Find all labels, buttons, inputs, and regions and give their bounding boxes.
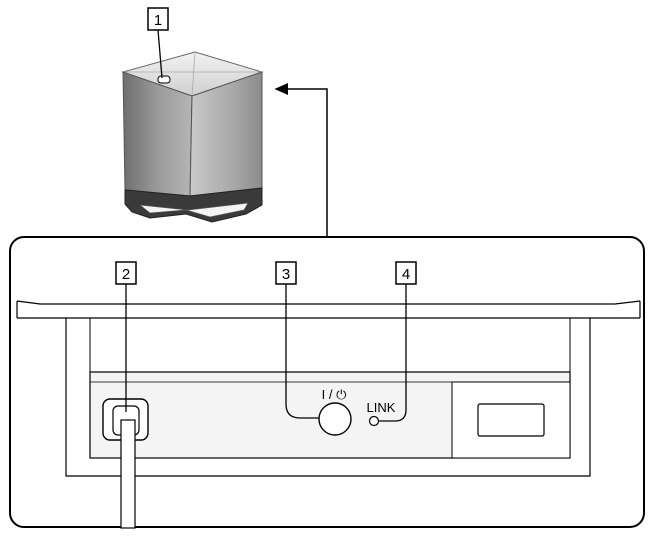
callout-2: 2 (115, 261, 137, 412)
power-button (318, 402, 352, 436)
callout-3: 3 (275, 261, 319, 419)
callout-4: 4 (379, 261, 417, 422)
callout-1: 1 (147, 7, 169, 79)
callout-1-label: 1 (154, 12, 162, 29)
power-cord (120, 419, 136, 529)
power-icon: I / ⏻ (322, 387, 347, 402)
subwoofer (121, 51, 264, 223)
subwoofer-led-icon (157, 75, 171, 84)
callout-2-label: 2 (122, 266, 130, 283)
rear-panel-detail: I / ⏻ LINK 2 3 4 (9, 236, 645, 529)
arrow-icon (274, 83, 328, 237)
callout-3-label: 3 (282, 266, 290, 283)
link-led-icon (368, 415, 380, 427)
link-label: LINK (367, 400, 396, 415)
callout-4-label: 4 (402, 266, 410, 283)
